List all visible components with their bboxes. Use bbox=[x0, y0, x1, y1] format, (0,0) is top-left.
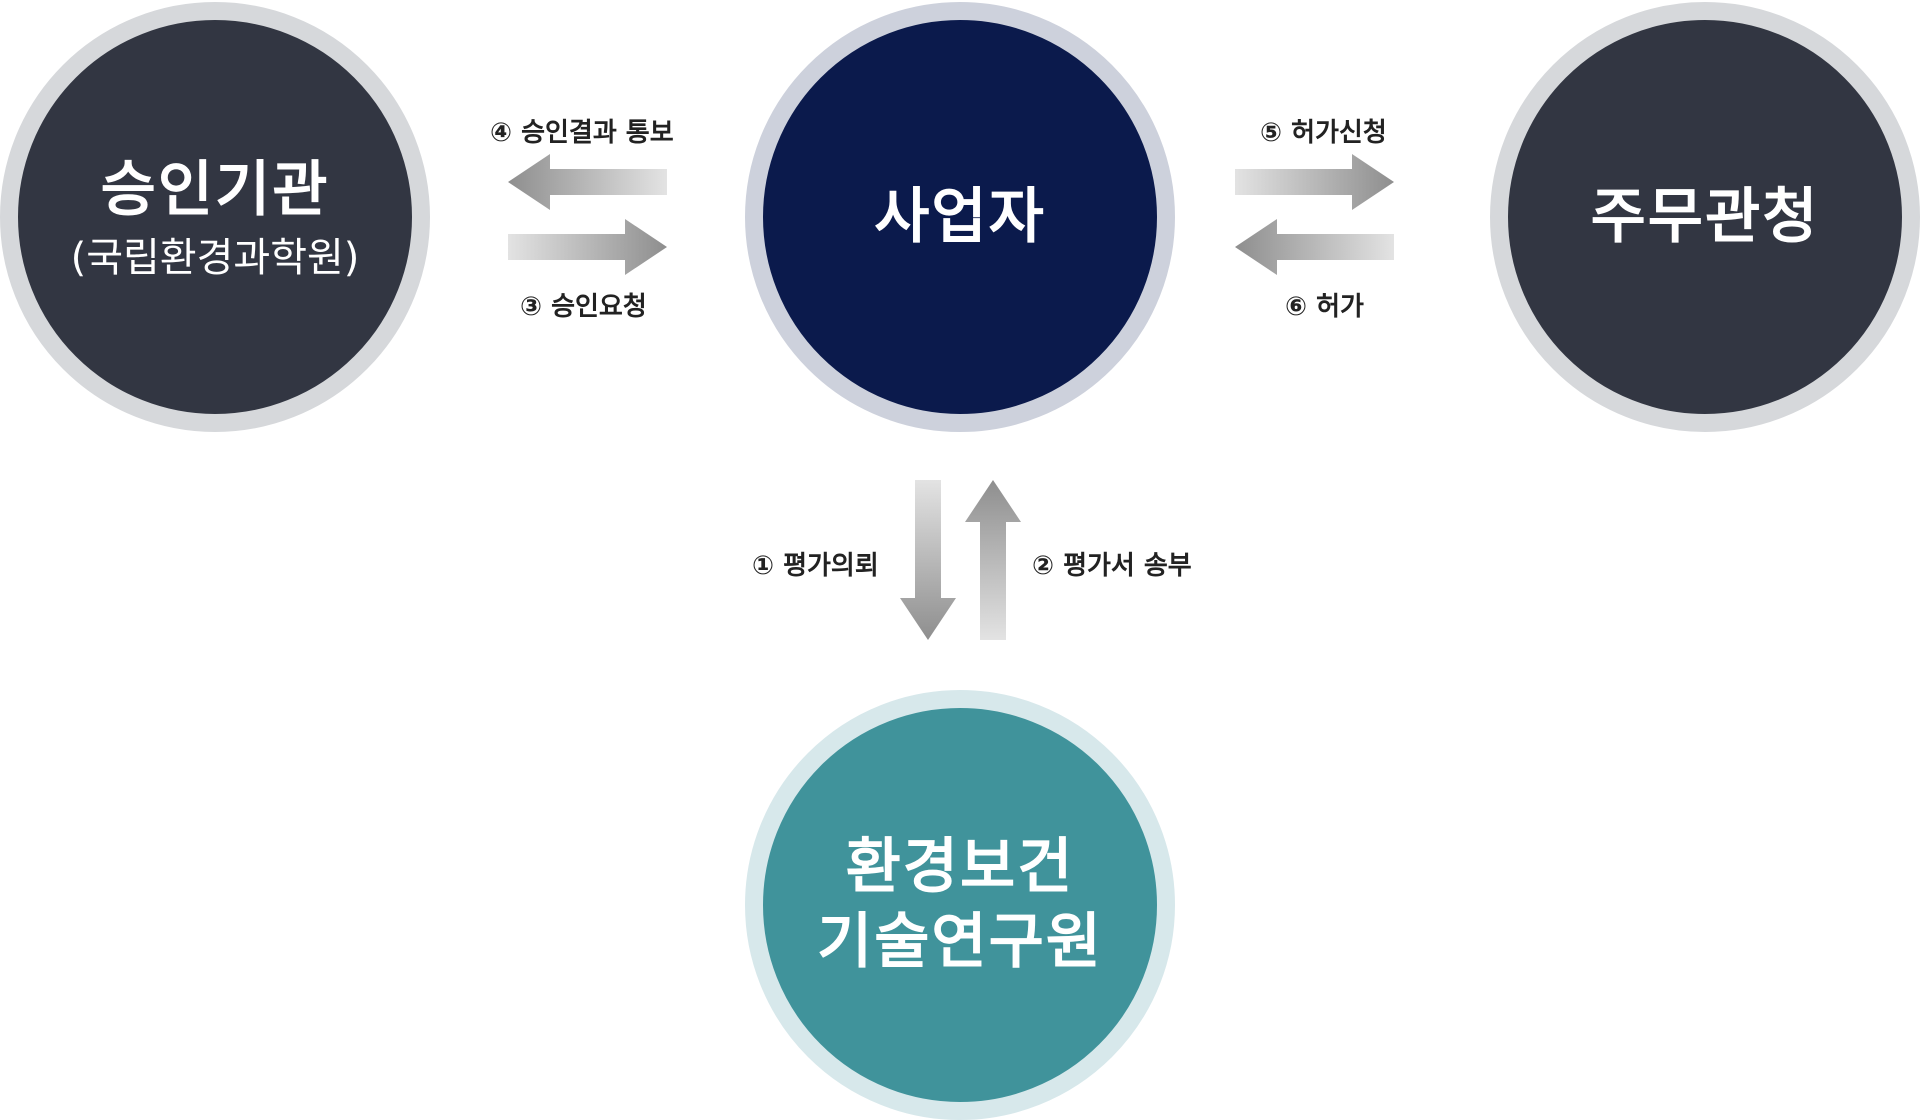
node-research-institute: 환경보건 기술연구원 bbox=[745, 690, 1175, 1120]
node-operator-title: 사업자 bbox=[874, 181, 1046, 252]
flow-label-step5: ⑤ 허가신청 bbox=[1260, 118, 1387, 148]
node-approval-agency: 승인기관 (국립환경과학원) bbox=[0, 2, 430, 432]
arrow-step1-down bbox=[900, 480, 956, 640]
arrow-step5-right bbox=[1235, 154, 1394, 210]
flow-label-step6: ⑥ 허가 bbox=[1285, 292, 1364, 322]
arrow-step3-right bbox=[508, 219, 667, 275]
flow-label-step3: ③ 승인요청 bbox=[520, 292, 647, 322]
flow-label-step4: ④ 승인결과 통보 bbox=[490, 118, 674, 148]
node-authority-title: 주무관청 bbox=[1590, 181, 1820, 252]
arrow-step4-left bbox=[508, 154, 667, 210]
node-approval-subtitle: (국립환경과학원) bbox=[70, 234, 360, 281]
node-operator: 사업자 bbox=[745, 2, 1175, 432]
node-institute-line1: 환경보건 bbox=[845, 832, 1075, 902]
node-approval-title: 승인기관 bbox=[100, 154, 330, 225]
flow-label-step2: ② 평가서 송부 bbox=[1032, 551, 1192, 581]
node-institute-line2: 기술연구원 bbox=[817, 907, 1103, 977]
flow-label-step1: ① 평가의뢰 bbox=[752, 551, 879, 581]
arrow-step2-up bbox=[965, 480, 1021, 640]
arrow-step6-left bbox=[1235, 219, 1394, 275]
node-competent-authority: 주무관청 bbox=[1490, 2, 1920, 432]
